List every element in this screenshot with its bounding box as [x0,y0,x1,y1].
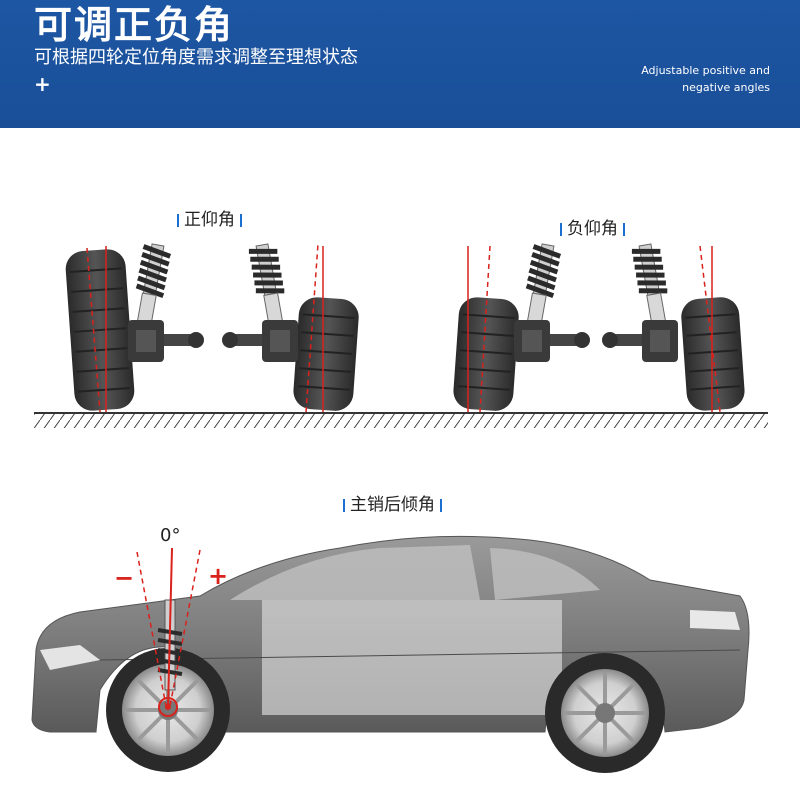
english-caption-line2: negative angles [682,81,770,94]
label-bar-left [560,222,562,236]
caster-minus-label: − [114,564,135,592]
label-bar-right [623,222,625,236]
label-bar-right [240,213,242,227]
positive-camber-label: 正仰角 [172,205,247,230]
ground-line [34,412,768,428]
caster-label: 主销后倾角 [338,490,447,515]
negative-camber-right-wheel [602,243,745,413]
caster-strut [136,547,201,717]
positive-camber-text: 正仰角 [184,210,235,230]
caster-zero-label: 0° [160,525,181,546]
rear-wheel [545,653,665,773]
label-bar-left [343,498,345,512]
negative-camber-label: 负仰角 [555,214,630,239]
english-caption: Adjustable positive and negative angles [570,62,770,96]
positive-camber-left-wheel [65,243,204,413]
negative-camber-text: 负仰角 [567,219,618,239]
plus-mark: + [34,72,51,96]
caster-text: 主销后倾角 [350,495,435,515]
english-caption-line1: Adjustable positive and [641,64,770,77]
negative-camber-left-wheel [453,243,590,413]
page-subtitle: 可根据四轮定位角度需求调整至理想状态 [34,47,358,68]
header-banner: 可调正负角 可根据四轮定位角度需求调整至理想状态 + Adjustable po… [0,0,800,128]
label-bar-right [440,498,442,512]
positive-camber-right-wheel [222,243,359,413]
caster-plus-label: + [208,562,229,590]
page-title: 可调正负角 [34,3,235,47]
label-bar-left [177,213,179,227]
